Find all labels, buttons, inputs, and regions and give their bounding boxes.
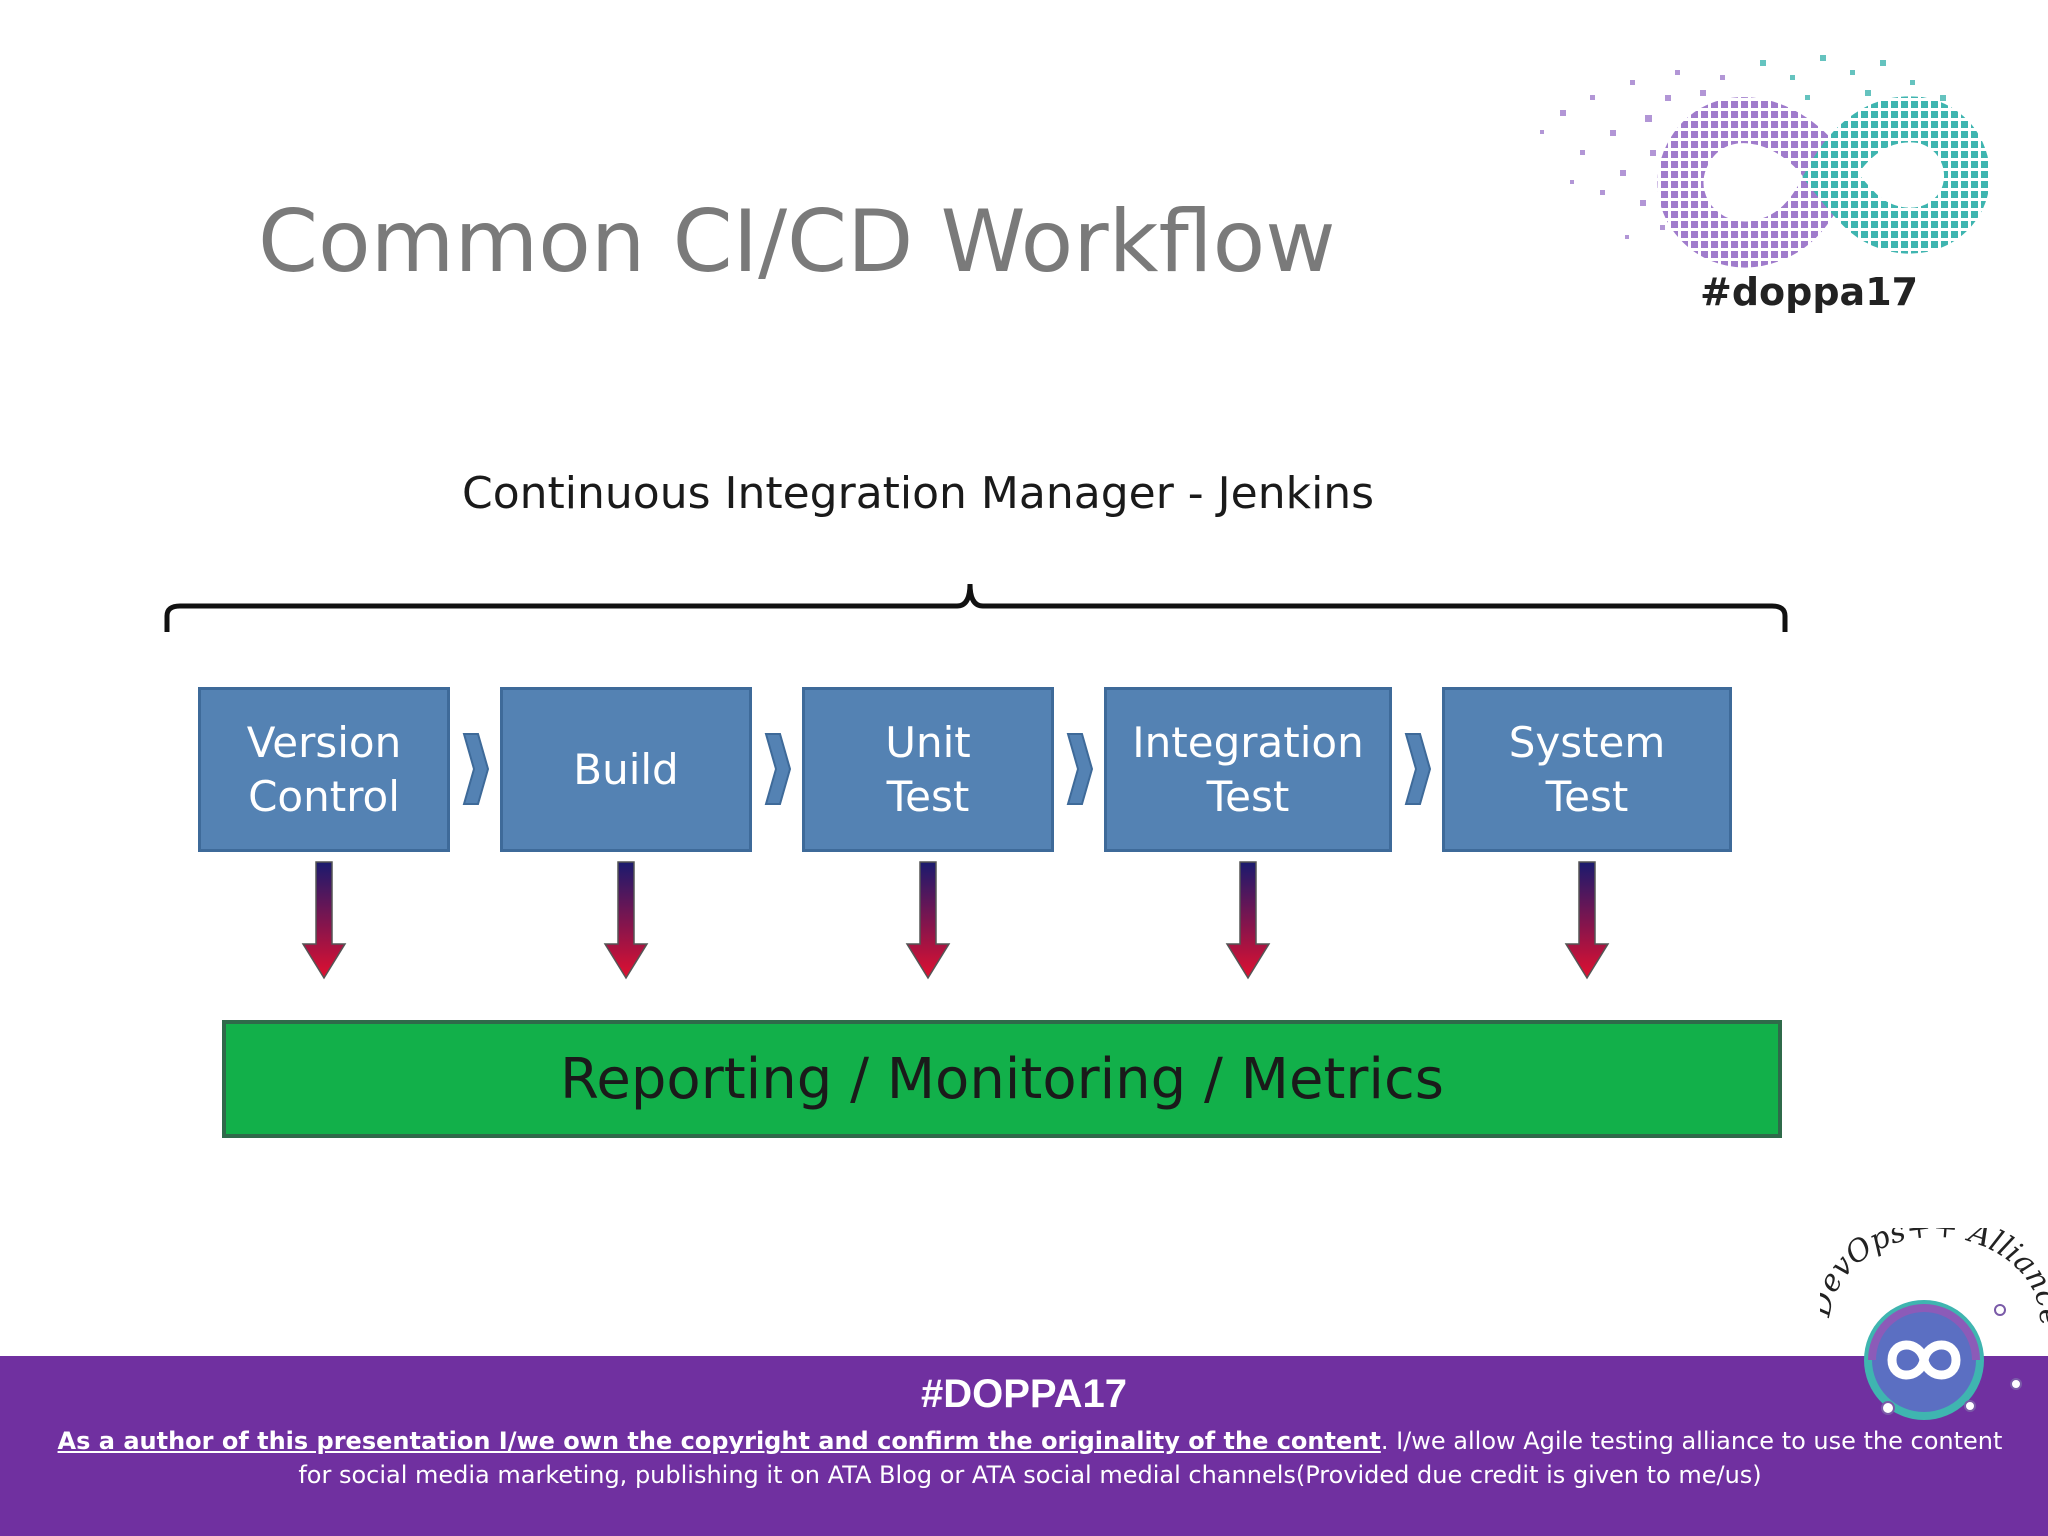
- down-arrow-icon: [1225, 861, 1271, 980]
- doppa17-hashtag: #doppa17: [1700, 270, 1919, 314]
- stage-label: Version: [246, 717, 402, 767]
- chevron-right-icon: [1066, 733, 1094, 805]
- stage-label: System: [1508, 717, 1666, 767]
- curly-brace: [164, 583, 1788, 632]
- ci-cd-workflow-diagram: Continuous Integration Manager - Jenkins…: [150, 430, 1790, 1150]
- down-arrow-icon: [1564, 861, 1610, 980]
- stage-label: Unit: [885, 717, 971, 767]
- slide-title: Common CI/CD Workflow: [258, 192, 1336, 292]
- ci-manager-label: Continuous Integration Manager - Jenkins: [462, 468, 1375, 519]
- alliance-logo-icon: DevOps++ Alliance: [1802, 1209, 2048, 1420]
- down-arrow-icon: [301, 861, 347, 980]
- footer-hashtag: #DOPPA17: [920, 1372, 1127, 1416]
- stage-label: Test: [1545, 771, 1629, 821]
- stage-label: Test: [886, 771, 970, 821]
- infinity-logo-icon: [1540, 55, 1990, 268]
- chevron-right-icon: [764, 733, 792, 805]
- down-arrow-icon: [603, 861, 649, 980]
- stage-label: Integration: [1132, 717, 1364, 767]
- stage-label: Control: [248, 771, 400, 821]
- copyright-rest: . I/we allow Agile testing alliance to u…: [298, 1427, 2003, 1489]
- reporting-monitoring-bar: Reporting / Monitoring / Metrics: [222, 1020, 1782, 1138]
- doppa17-logo: [1500, 40, 2000, 330]
- stage-label: Test: [1206, 771, 1290, 821]
- chevron-right-icon: [1404, 733, 1432, 805]
- down-arrow-icon: [905, 861, 951, 980]
- stage-build: Build: [500, 687, 752, 852]
- copyright-notice: As a author of this presentation I/we ow…: [50, 1424, 2010, 1492]
- chevron-right-icon: [462, 733, 490, 805]
- copyright-underlined: As a author of this presentation I/we ow…: [57, 1427, 1381, 1455]
- footer-banner: #DOPPA17 As a author of this presentatio…: [0, 1356, 2048, 1536]
- devops-alliance-logo: DevOps++ Alliance: [1802, 1209, 2048, 1443]
- stage-label: Build: [573, 744, 679, 794]
